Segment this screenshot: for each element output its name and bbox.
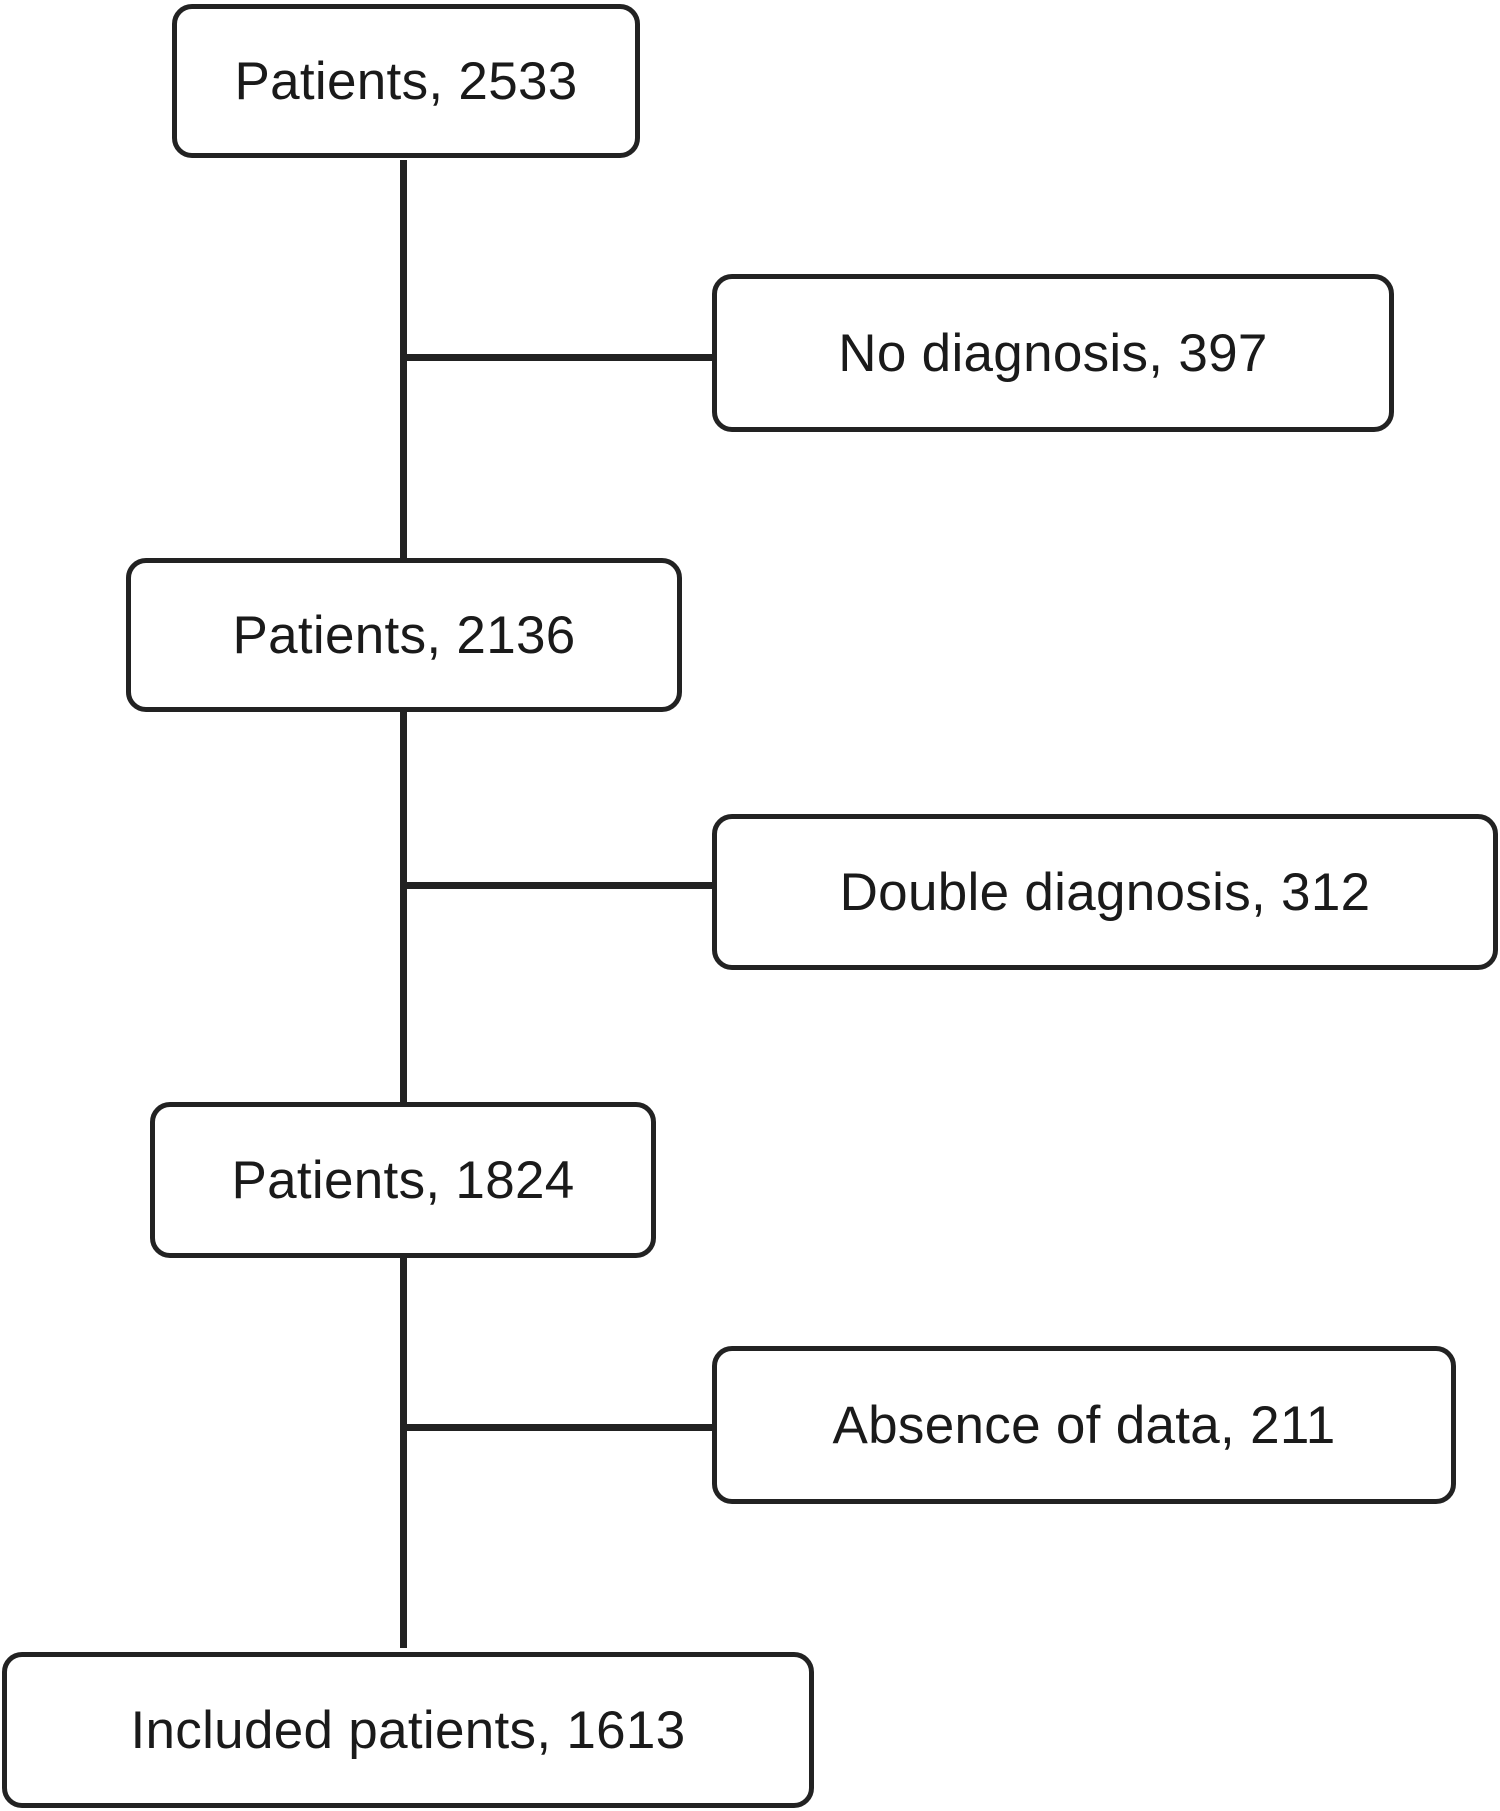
step-label: Patients, 2136 xyxy=(232,605,576,665)
exclusion-label: Absence of data, 211 xyxy=(832,1395,1336,1455)
step-box-patients-after-diagnosis: Patients, 2136 xyxy=(126,558,682,712)
connector-line xyxy=(400,712,407,1106)
connector-line xyxy=(400,1256,407,1648)
step-box-included-patients: Included patients, 1613 xyxy=(2,1652,814,1808)
step-box-total-patients: Patients, 2533 xyxy=(172,4,640,158)
step-box-patients-after-double-diagnosis: Patients, 1824 xyxy=(150,1102,656,1258)
branch-line xyxy=(400,882,716,889)
step-label: Patients, 2533 xyxy=(234,51,578,111)
exclusion-box-double-diagnosis: Double diagnosis, 312 xyxy=(712,814,1498,970)
step-label: Included patients, 1613 xyxy=(130,1700,686,1760)
branch-line xyxy=(400,1424,716,1431)
exclusion-box-no-diagnosis: No diagnosis, 397 xyxy=(712,274,1394,432)
exclusion-label: No diagnosis, 397 xyxy=(838,323,1268,383)
exclusion-box-absence-of-data: Absence of data, 211 xyxy=(712,1346,1456,1504)
step-label: Patients, 1824 xyxy=(231,1150,575,1210)
exclusion-label: Double diagnosis, 312 xyxy=(839,862,1371,922)
branch-line xyxy=(400,354,716,361)
